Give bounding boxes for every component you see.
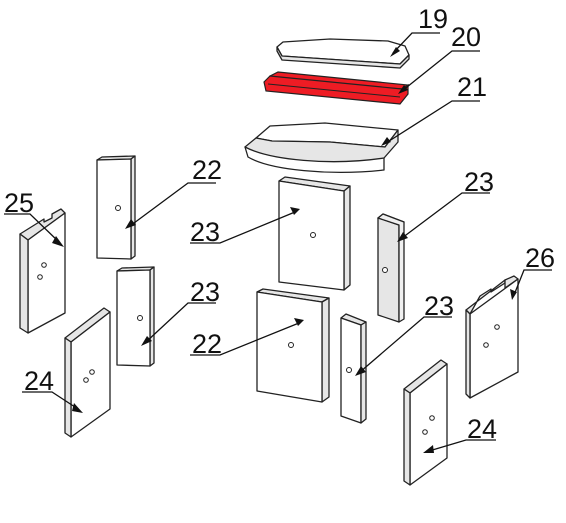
part-20-front-face: [263, 75, 409, 105]
part-23-upper-right-panel[interactable]: [377, 213, 405, 323]
part-22-upper-panel[interactable]: [278, 176, 351, 291]
part-24-left-lower-panel[interactable]: [64, 307, 111, 438]
part-21-arched-crown[interactable]: [244, 122, 399, 173]
callout-23-lower-right: 23: [424, 291, 454, 321]
callout-22-upper: 22: [192, 155, 222, 185]
part-24-right-lower-panel[interactable]: [403, 359, 448, 486]
callout-25: 25: [4, 188, 34, 218]
callout-labels: 19 20 21 22 23 22 23 23 23 24 24 25 26: [4, 4, 555, 444]
callout-19: 19: [418, 4, 448, 34]
part-23-upper-left-panel[interactable]: [96, 155, 136, 260]
part-25-left-notched-panel[interactable]: [19, 208, 66, 334]
callout-23-upper-right: 23: [464, 167, 494, 197]
callout-24-left: 24: [24, 366, 54, 396]
part-20-highlighted-slab[interactable]: [263, 71, 410, 105]
callout-24-right: 24: [467, 414, 497, 444]
callout-23-upper-left: 23: [190, 217, 220, 247]
callout-20: 20: [451, 22, 481, 52]
leader-lines: [4, 32, 552, 453]
part-22-lower-panel[interactable]: [256, 288, 330, 403]
callout-26: 26: [525, 243, 555, 273]
part-23-lower-left-panel[interactable]: [116, 266, 155, 367]
part-19-top-slab[interactable]: [276, 38, 410, 69]
callout-21: 21: [457, 72, 487, 102]
part-26-right-notched-panel[interactable]: [465, 275, 519, 399]
callout-22-lower: 22: [192, 329, 222, 359]
callout-23-lower-left: 23: [190, 277, 220, 307]
